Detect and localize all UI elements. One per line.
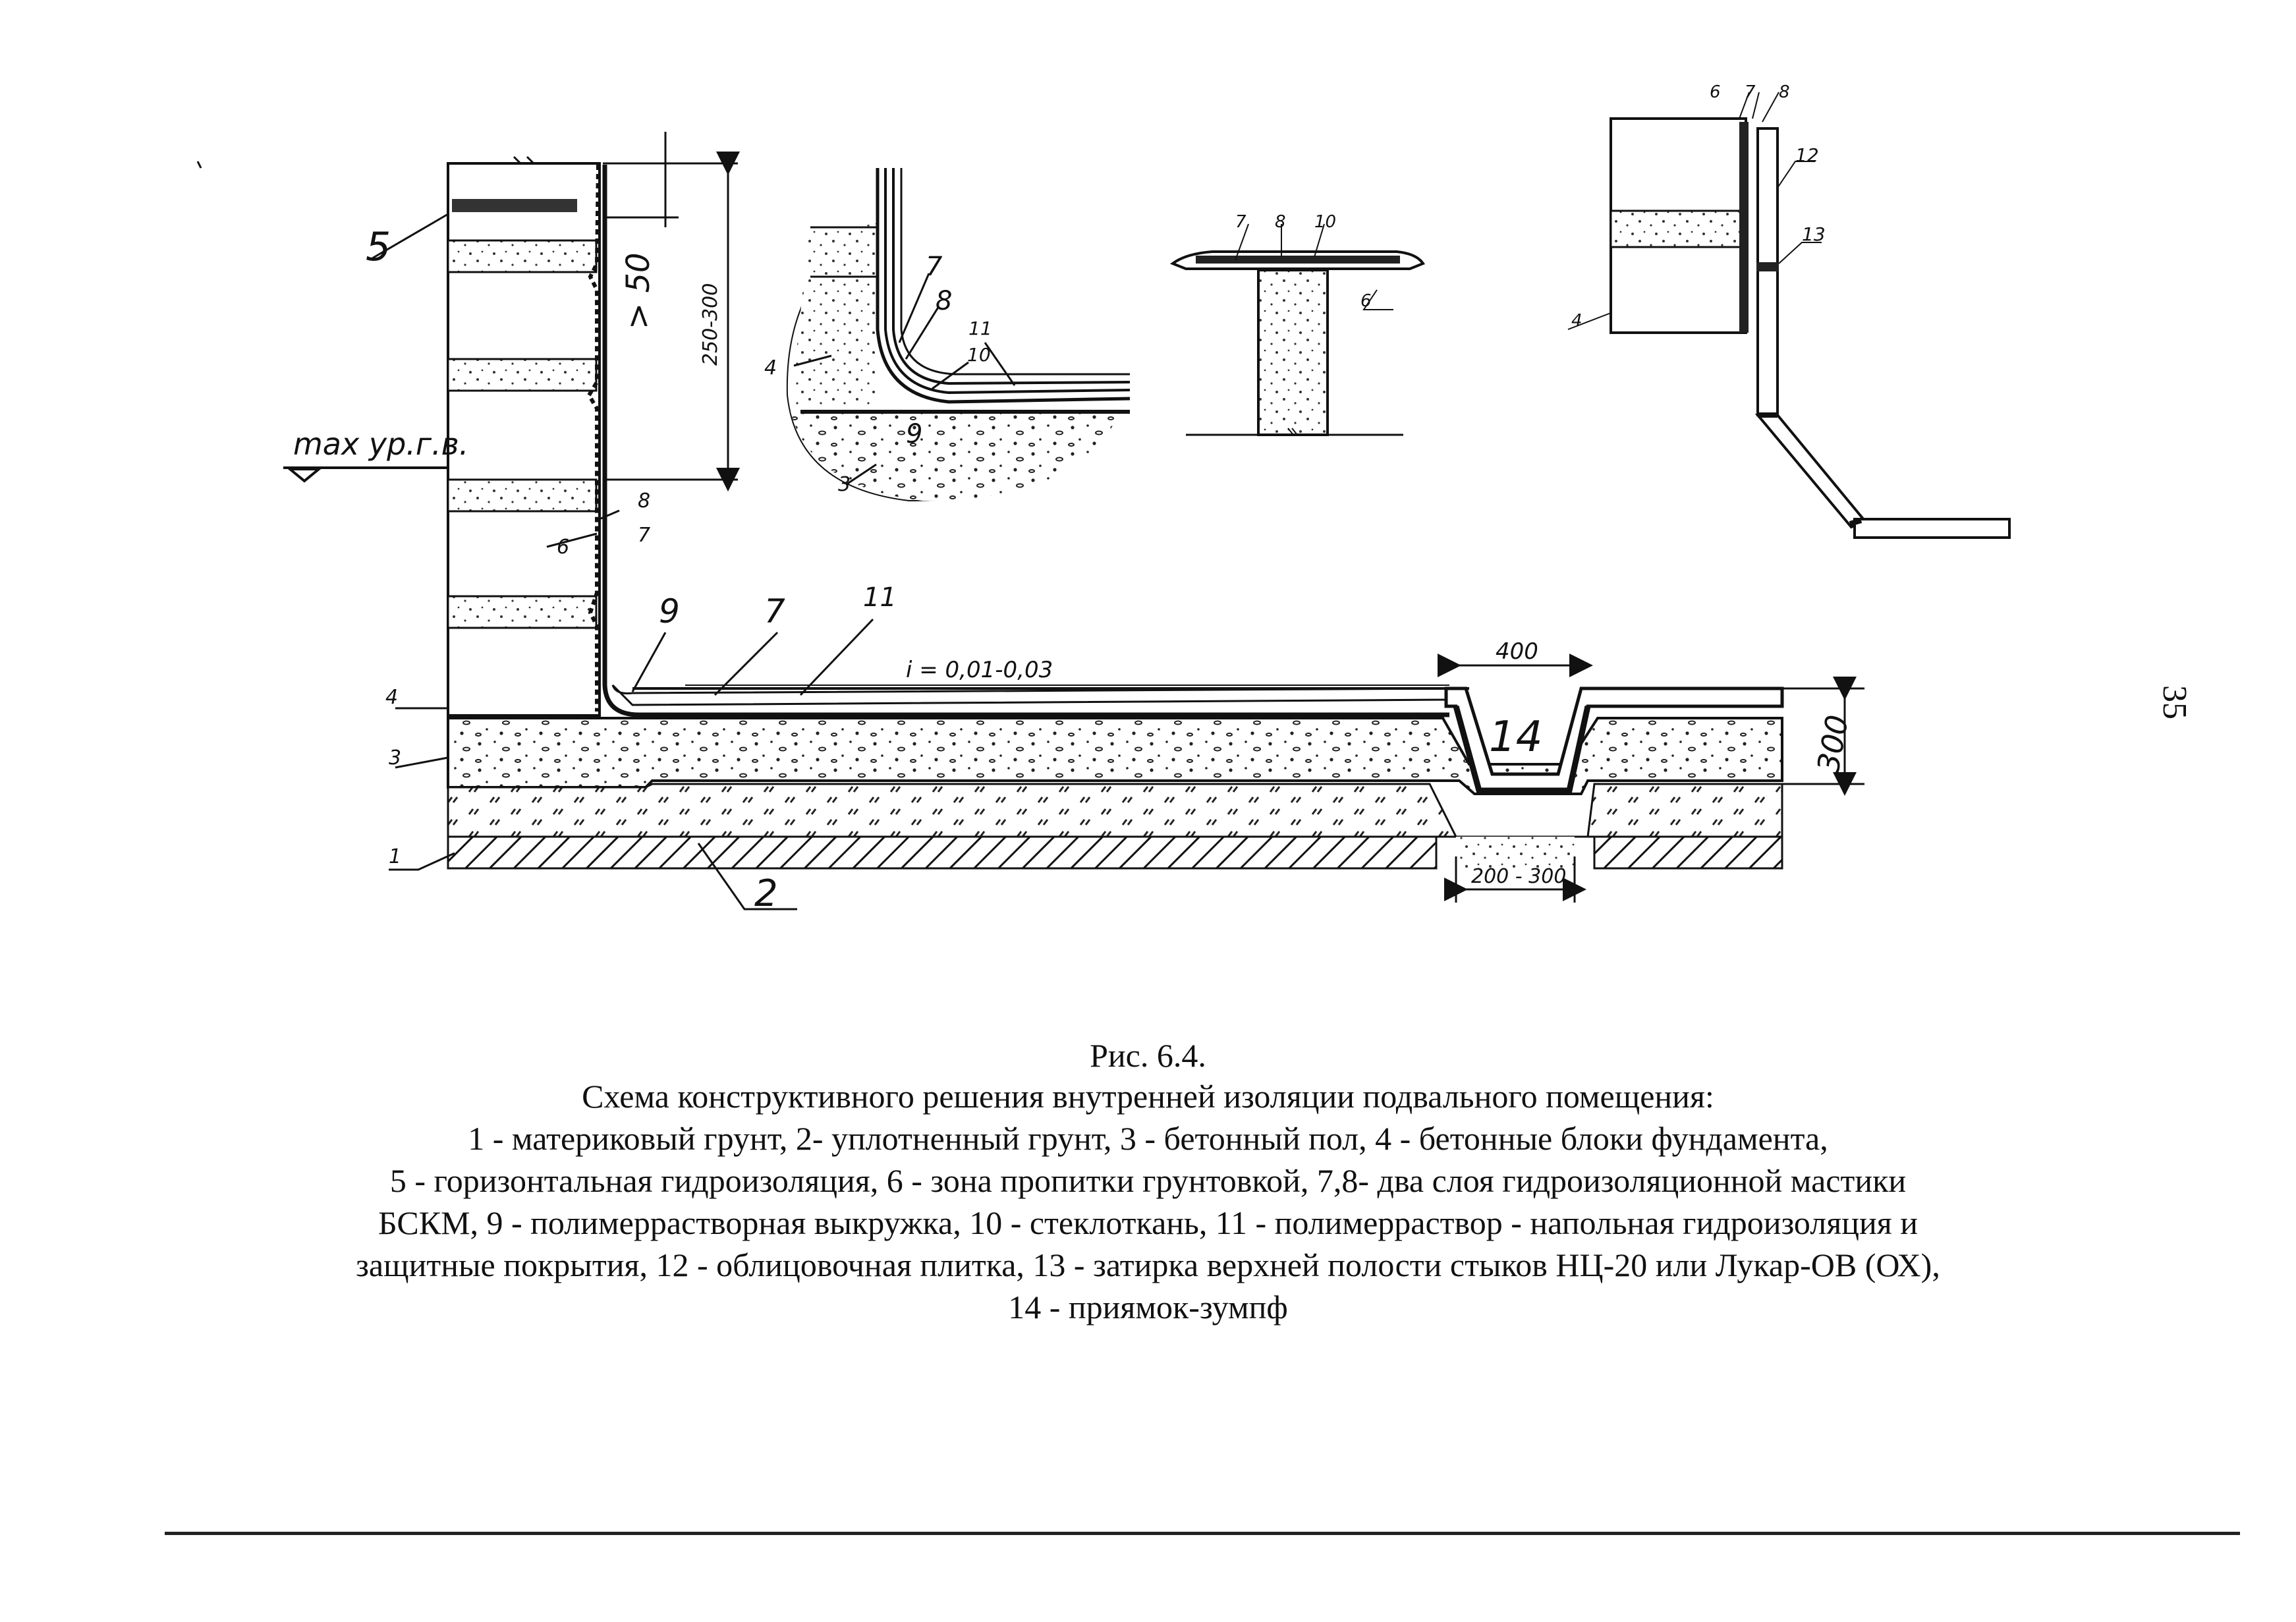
- joint-callout-6: 6: [1360, 291, 1372, 311]
- corner-callout-11: 11: [968, 318, 992, 339]
- bottom-rule: [165, 1532, 2240, 1535]
- joint-detail: 7 8 10 6: [1169, 212, 1426, 436]
- tile-callout-6: 6: [1710, 82, 1721, 102]
- legend-line: 14 - приямок-зумпф: [1008, 1289, 1288, 1326]
- legend-line: 1 - материковый грунт, 2- уплотненный гр…: [468, 1120, 1828, 1157]
- corner-callout-9: 9: [906, 419, 922, 449]
- corner-callout-7: 7: [926, 252, 943, 282]
- ceramic-tile-upper: [1756, 127, 1779, 265]
- foundation-block-joint: [447, 239, 598, 273]
- dimension-200-300: 200 - 300: [1471, 865, 1566, 888]
- corner-mastic-layers: [876, 168, 1131, 404]
- ceramic-tile-lower: [1756, 269, 1779, 416]
- tile-detail: 6 7 8 12 13 4: [1567, 82, 2011, 539]
- foundation-block-joint: [447, 595, 598, 629]
- legend-line: 5 - горизонтальная гидроизоляция, 6 - зо…: [389, 1162, 1907, 1199]
- dimension-300: 300: [1810, 712, 1855, 775]
- callout-14: 14: [1489, 713, 1542, 762]
- joint-callout-10: 10: [1314, 212, 1336, 232]
- callout-11: 11: [863, 582, 897, 613]
- callout-8: 8: [638, 489, 650, 513]
- wall-mastic-layer: [602, 165, 1449, 717]
- callout-9: 9: [659, 592, 680, 630]
- corner-callout-4: 4: [764, 356, 777, 379]
- joint-callout-8: 8: [1275, 212, 1286, 232]
- callout-4: 4: [385, 686, 398, 709]
- figure-subtitle: Схема конструктивного решения внутренней…: [582, 1078, 1714, 1115]
- ceramic-tile-floor: [1853, 518, 2011, 539]
- callout-3: 3: [389, 746, 401, 769]
- tile-callout-7: 7: [1745, 82, 1756, 102]
- joint-block: [1257, 269, 1329, 436]
- legend-line: БСКМ, 9 - полимеррастворная выкружка, 10…: [378, 1204, 1918, 1241]
- callout-5: 5: [366, 224, 391, 270]
- callout-7-floor: 7: [764, 592, 785, 630]
- callout-7-wall: 7: [638, 524, 650, 547]
- native-soil: [447, 835, 1438, 870]
- main-section: max ур.г.в. > 50 250-300 i = 0,01-0,03 4…: [196, 132, 1864, 915]
- callout-2: 2: [754, 872, 778, 915]
- slope-label: i = 0,01-0,03: [906, 657, 1053, 683]
- legend-line: защитные покрытия, 12 - облицовочная пли…: [356, 1246, 1940, 1283]
- native-soil: [1593, 835, 1783, 870]
- dimension-gt50: > 50: [620, 252, 657, 329]
- tile-callout-4: 4: [1571, 311, 1582, 331]
- dimension-400: 400: [1496, 638, 1538, 665]
- page-number: 35: [2156, 685, 2193, 719]
- tile-callout-13: 13: [1802, 223, 1826, 245]
- wall-primer-zone: [586, 164, 600, 712]
- foundation-block-joint: [447, 478, 598, 513]
- groundwater-level-label: max ур.г.в.: [293, 426, 468, 462]
- sump-soil: [1456, 837, 1575, 868]
- corner-callout-8: 8: [936, 286, 952, 316]
- foundation-block-joint: [447, 358, 598, 392]
- groundwater-level-marker: [286, 468, 323, 483]
- horizontal-waterproofing: [452, 199, 577, 212]
- figure-title: Рис. 6.4.: [1090, 1037, 1206, 1074]
- tile-callout-12: 12: [1795, 144, 1819, 166]
- tile-callout-8: 8: [1779, 82, 1790, 102]
- tile-joint-grout: [1756, 262, 1779, 271]
- callout-6: 6: [557, 536, 569, 559]
- corner-detail: 4 3 7 8 10 11 9: [764, 168, 1131, 502]
- joint-callout-7: 7: [1235, 212, 1246, 232]
- corner-callout-3: 3: [838, 473, 851, 496]
- callout-1: 1: [389, 845, 401, 868]
- corner-callout-10: 10: [967, 344, 991, 366]
- tile-primer-zone: [1739, 122, 1749, 333]
- ceramic-tile-bend: [1754, 414, 1867, 529]
- dimension-250-300: 250-300: [699, 283, 722, 366]
